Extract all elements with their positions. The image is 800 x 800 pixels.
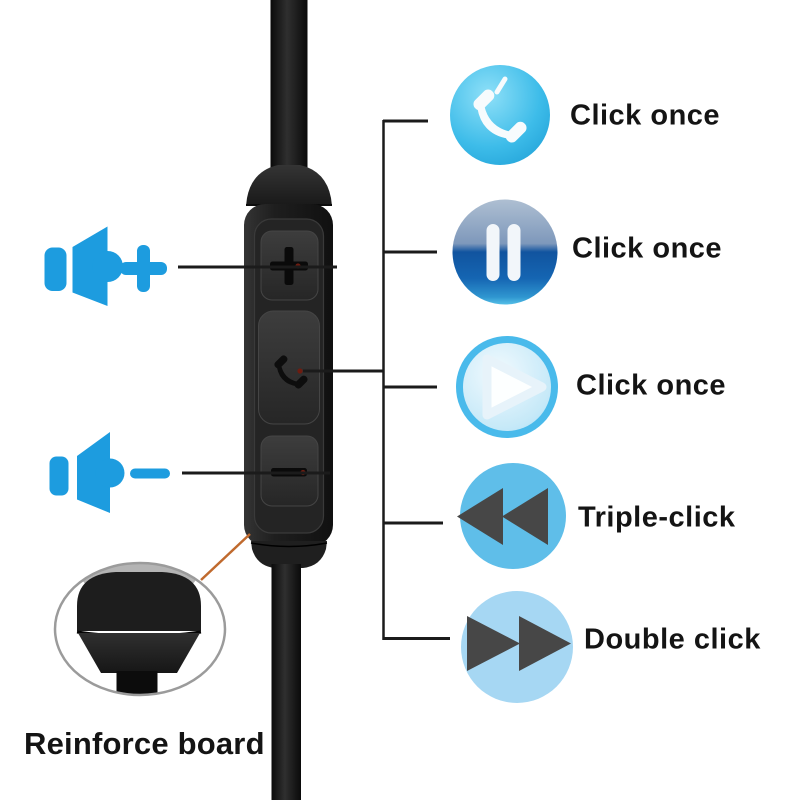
orange-callout-line	[200, 533, 251, 581]
rewind-icon	[457, 463, 566, 569]
speaker-driver	[49, 456, 69, 496]
minus-icon	[130, 468, 170, 479]
reinforce-board-label: Reinforce board	[24, 726, 265, 761]
cable-bottom	[271, 564, 301, 800]
speaker-driver	[44, 247, 67, 291]
speaker-dome	[95, 458, 125, 488]
pause-icon	[452, 199, 558, 305]
multifunction-button	[258, 310, 320, 425]
cable-top	[270, 0, 308, 170]
remote-top-cap	[246, 165, 332, 206]
magnifier-ring	[53, 561, 227, 697]
phone-call-icon	[450, 65, 550, 165]
plug-cable-stub	[116, 671, 158, 695]
speaker-dome	[92, 251, 123, 282]
tail-seam	[250, 542, 328, 548]
callout-dot-phone	[297, 368, 303, 374]
volume-down-indicator	[49, 432, 170, 513]
gesture-label-play: Click once	[576, 369, 727, 402]
inline-remote	[244, 0, 333, 800]
plug-cone	[78, 633, 200, 673]
volume-up-indicator	[44, 226, 167, 306]
plug-dome	[77, 572, 201, 631]
gesture-label-pause: Click once	[572, 232, 723, 265]
play-icon	[456, 336, 558, 438]
speaker-horn	[72, 226, 108, 306]
fast-forward-icon	[461, 591, 573, 703]
gesture-label-rewind: Triple-click	[578, 501, 736, 534]
callout-lines	[178, 119, 450, 640]
speaker-horn	[77, 432, 110, 513]
remote-tail	[251, 541, 327, 568]
gesture-label-phone: Click once	[570, 99, 721, 132]
magnified-plug	[76, 563, 202, 695]
plus-icon	[120, 245, 167, 292]
reinforce-board-callout	[53, 533, 251, 697]
gesture-label-fast-forward: Double click	[584, 623, 761, 656]
